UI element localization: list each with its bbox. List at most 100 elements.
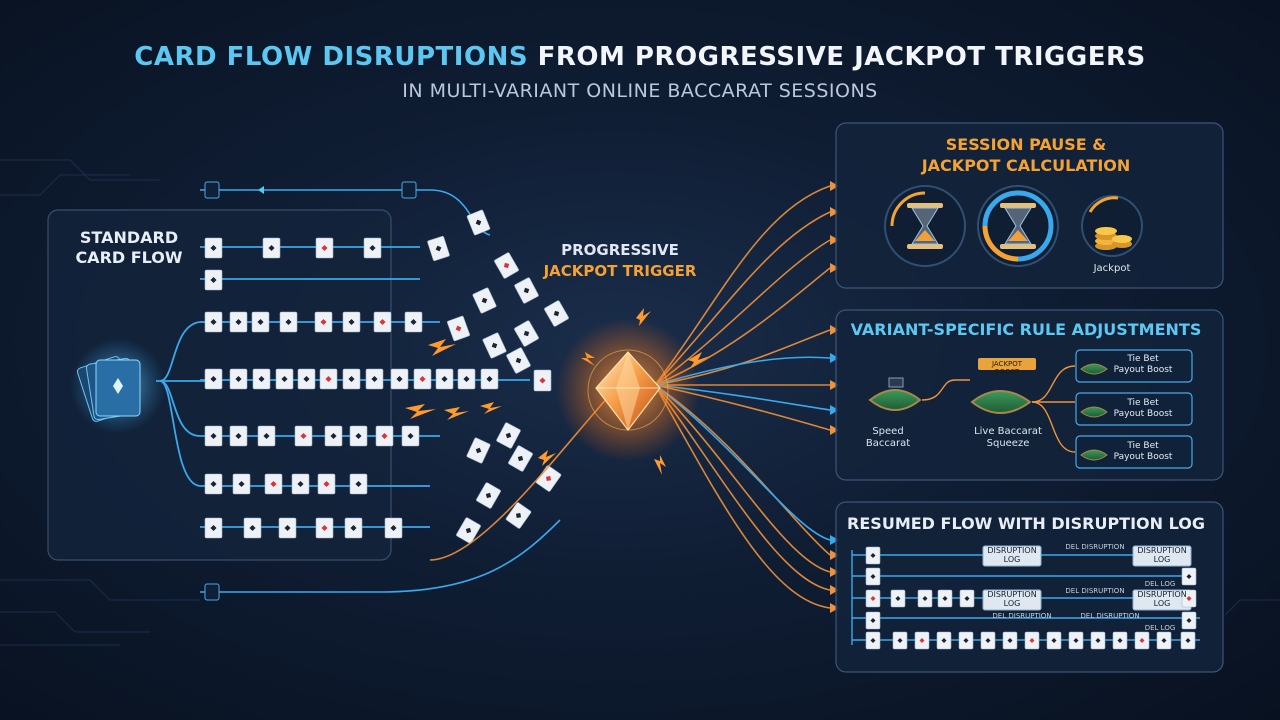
- playing-card: [275, 368, 294, 390]
- playing-card: [315, 517, 334, 539]
- playing-card: [278, 517, 297, 539]
- log-2-line-2: LOG: [1153, 555, 1171, 564]
- trigger-line-1: PROGRESSIVE: [561, 241, 679, 259]
- playing-card: [936, 631, 952, 650]
- hourglass-icon: [884, 185, 966, 267]
- live-line-1: Live Baccarat: [974, 426, 1042, 437]
- playing-card: [279, 311, 298, 333]
- resumed-cards: [865, 546, 1197, 650]
- log-1-line-1: DISRUPTION: [987, 546, 1037, 555]
- playing-card: [229, 368, 248, 390]
- playing-card: [1181, 567, 1197, 586]
- playing-card: [342, 368, 361, 390]
- playing-card: [375, 425, 394, 447]
- disruption-note-2: DEL DISRUPTION: [1065, 587, 1125, 595]
- playing-card: [404, 311, 423, 333]
- playing-card: [456, 517, 481, 544]
- log-3-line-2: LOG: [1003, 599, 1021, 608]
- playing-card: [1024, 631, 1040, 650]
- playing-card: [401, 425, 420, 447]
- jackpot-boost-tag-label: JACKPOT BOOST: [991, 360, 1023, 376]
- disruption-note-5: DEL LOG: [1144, 580, 1176, 588]
- pause-title-line-2: JACKPOT CALCULATION: [921, 156, 1131, 175]
- playing-card: [373, 311, 392, 333]
- playing-card: [349, 425, 368, 447]
- playing-card: [344, 517, 363, 539]
- disrupted-cards: [427, 209, 569, 544]
- playing-card: [229, 311, 248, 333]
- card-deck-icon: [70, 338, 166, 434]
- speed-baccarat-table: [868, 377, 922, 411]
- disruption-note-3: DEL DISRUPTION: [992, 612, 1052, 620]
- log-2-line-1: DISRUPTION: [1137, 546, 1187, 555]
- playing-card: [363, 237, 382, 259]
- playing-card: [317, 473, 336, 495]
- playing-card: [342, 311, 361, 333]
- playing-card: [204, 517, 223, 539]
- tie-1-line-1: Tie Bet: [1127, 354, 1159, 364]
- rules-panel-title: VARIANT-SPECIFIC RULE ADJUSTMENTS: [850, 320, 1202, 339]
- log-panel-title: RESUMED FLOW WITH DISRUPTION LOG: [847, 514, 1205, 533]
- page-title: CARD FLOW DISRUPTIONS FROM PROGRESSIVE J…: [0, 42, 1280, 72]
- title-accent: CARD FLOW DISRUPTIONS: [134, 42, 529, 72]
- disruption-note-4: DEL DISRUPTION: [1080, 612, 1140, 620]
- playing-card: [865, 589, 881, 608]
- tie-3-line-2: Payout Boost: [1113, 452, 1173, 462]
- playing-card: [496, 422, 521, 449]
- playing-card: [204, 473, 223, 495]
- log-panel: [835, 501, 1224, 673]
- label-line-2: CARD FLOW: [75, 248, 183, 267]
- playing-card: [252, 368, 271, 390]
- playing-card: [494, 252, 519, 279]
- playing-card: [1156, 631, 1172, 650]
- playing-card: [917, 589, 933, 608]
- playing-card: [319, 368, 338, 390]
- playing-card: [476, 482, 501, 509]
- playing-card: [535, 465, 562, 492]
- disruption-note-6: DEL LOG: [1144, 624, 1176, 632]
- circuit-decoration: [0, 159, 1280, 646]
- disruption-note-1: DEL DISRUPTION: [1065, 543, 1125, 551]
- tie-3-line-1: Tie Bet: [1127, 441, 1159, 451]
- playing-card: [1180, 631, 1196, 650]
- arrow-heads: [830, 181, 839, 613]
- playing-card: [958, 631, 974, 650]
- playing-card: [204, 368, 223, 390]
- playing-card: [324, 425, 343, 447]
- playing-card: [1068, 631, 1084, 650]
- playing-card: [315, 237, 334, 259]
- page-subtitle: IN MULTI-VARIANT ONLINE BACCARAT SESSION…: [402, 80, 878, 102]
- pause-title-line-1: SESSION PAUSE &: [945, 135, 1107, 154]
- tie-2-line-2: Payout Boost: [1113, 409, 1173, 419]
- playing-card: [472, 287, 497, 314]
- jackpot-trigger-gem: [556, 318, 700, 462]
- playing-card: [232, 473, 251, 495]
- jackpot-label: Jackpot: [1093, 263, 1131, 274]
- playing-card: [204, 237, 223, 259]
- tie-1-line-2: Payout Boost: [1113, 365, 1173, 375]
- playing-card: [314, 311, 333, 333]
- title-rest: FROM PROGRESSIVE JACKPOT TRIGGERS: [528, 42, 1146, 72]
- playing-card: [466, 437, 491, 464]
- playing-card: [294, 425, 313, 447]
- playing-card: [447, 315, 470, 342]
- playing-card: [482, 332, 507, 359]
- playing-card: [427, 235, 450, 262]
- playing-card: [937, 589, 953, 608]
- playing-card: [1181, 589, 1197, 608]
- playing-card: [243, 517, 262, 539]
- playing-card: [1046, 631, 1062, 650]
- playing-card: [892, 631, 908, 650]
- flow-cards: [204, 237, 499, 539]
- playing-card: [514, 320, 539, 347]
- playing-card: [297, 368, 316, 390]
- playing-card: [533, 369, 552, 392]
- playing-card: [508, 445, 533, 472]
- live-baccarat-squeeze-table: [970, 390, 1032, 414]
